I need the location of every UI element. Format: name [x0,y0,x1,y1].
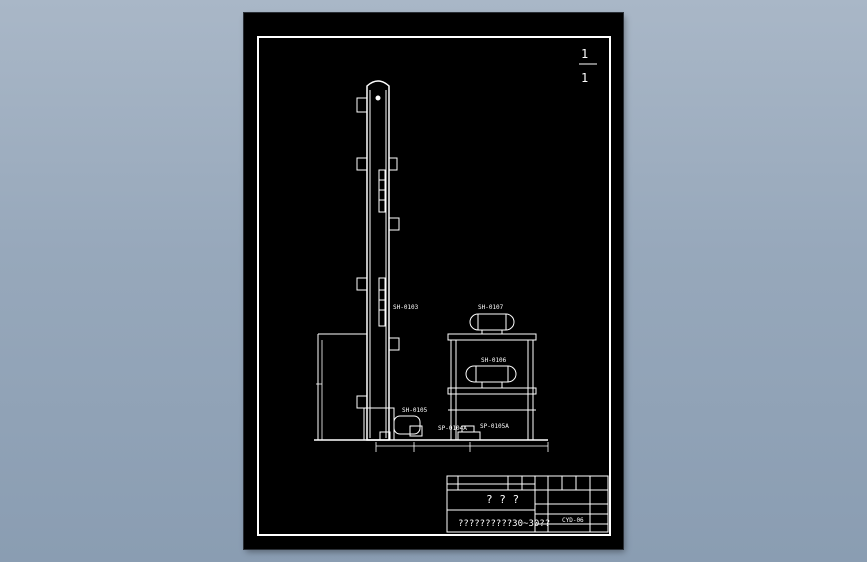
revision-mark-bottom: 1 [581,71,589,85]
tag-upper-exchanger: SH-0107 [478,304,504,311]
title-block-grid [446,475,609,533]
drawing-name: ??????????30~30?? [458,519,550,529]
drawing-sheet [244,13,623,549]
tag-middle-exchanger: SH-0106 [481,357,507,364]
upper-exchanger [469,313,515,335]
title-marks: ? ? ? [486,493,519,506]
drawing-number: CYD-06 [562,517,584,524]
revision-mark-top: 1 [581,47,589,61]
bottom-equipment [379,415,481,441]
column-shell [356,80,400,441]
tag-column: SH-0103 [393,304,419,311]
dimension-lines [316,340,549,452]
tag-pump-b: SP-0105A [480,423,509,430]
tag-pump-a: SP-0104A [438,425,467,432]
drawing-border [257,36,611,536]
support-structure [314,333,548,441]
tag-lower-drum: SH-0105 [402,407,428,414]
middle-exchanger [465,365,517,389]
